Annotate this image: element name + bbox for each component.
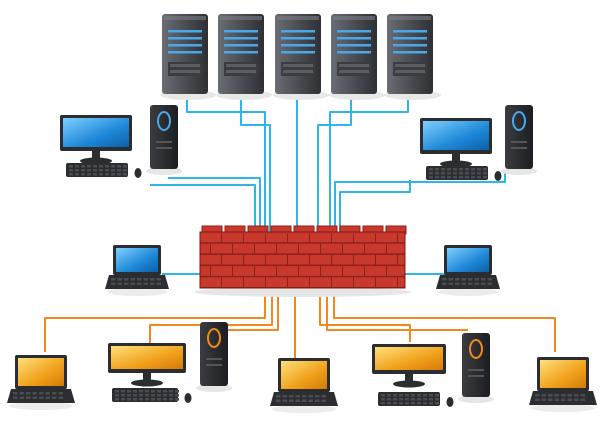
network-cable (333, 285, 556, 352)
server-icon (273, 14, 329, 100)
desktop-computer-icon (108, 322, 232, 403)
network-cable (150, 184, 256, 232)
network-cable (168, 177, 261, 232)
server-rack-row (160, 14, 441, 100)
network-cable (215, 285, 279, 331)
laptop-icon (529, 357, 597, 412)
server-icon (216, 14, 272, 100)
desktop-computer-icon (372, 333, 494, 407)
firewall-icon (194, 225, 411, 297)
laptops (7, 245, 597, 413)
laptop-icon (7, 355, 75, 410)
network-cable (329, 92, 409, 232)
network-cable (44, 285, 266, 352)
desktop-computer-icon (60, 105, 182, 178)
laptop-icon (436, 245, 500, 296)
network-cable (326, 285, 468, 331)
network-cable (334, 170, 506, 232)
network-cable (240, 92, 271, 232)
laptop-icon (270, 358, 338, 413)
protected-desktops (60, 105, 537, 181)
server-icon (160, 14, 216, 100)
exposed-desktops (108, 322, 494, 407)
server-icon (385, 14, 441, 100)
network-cable (319, 285, 411, 342)
network-cable (317, 92, 352, 232)
network-cable (186, 92, 266, 232)
network-cable (339, 180, 411, 232)
laptop-icon (105, 245, 169, 296)
desktop-computer-icon (420, 105, 537, 181)
server-icon (329, 14, 385, 100)
